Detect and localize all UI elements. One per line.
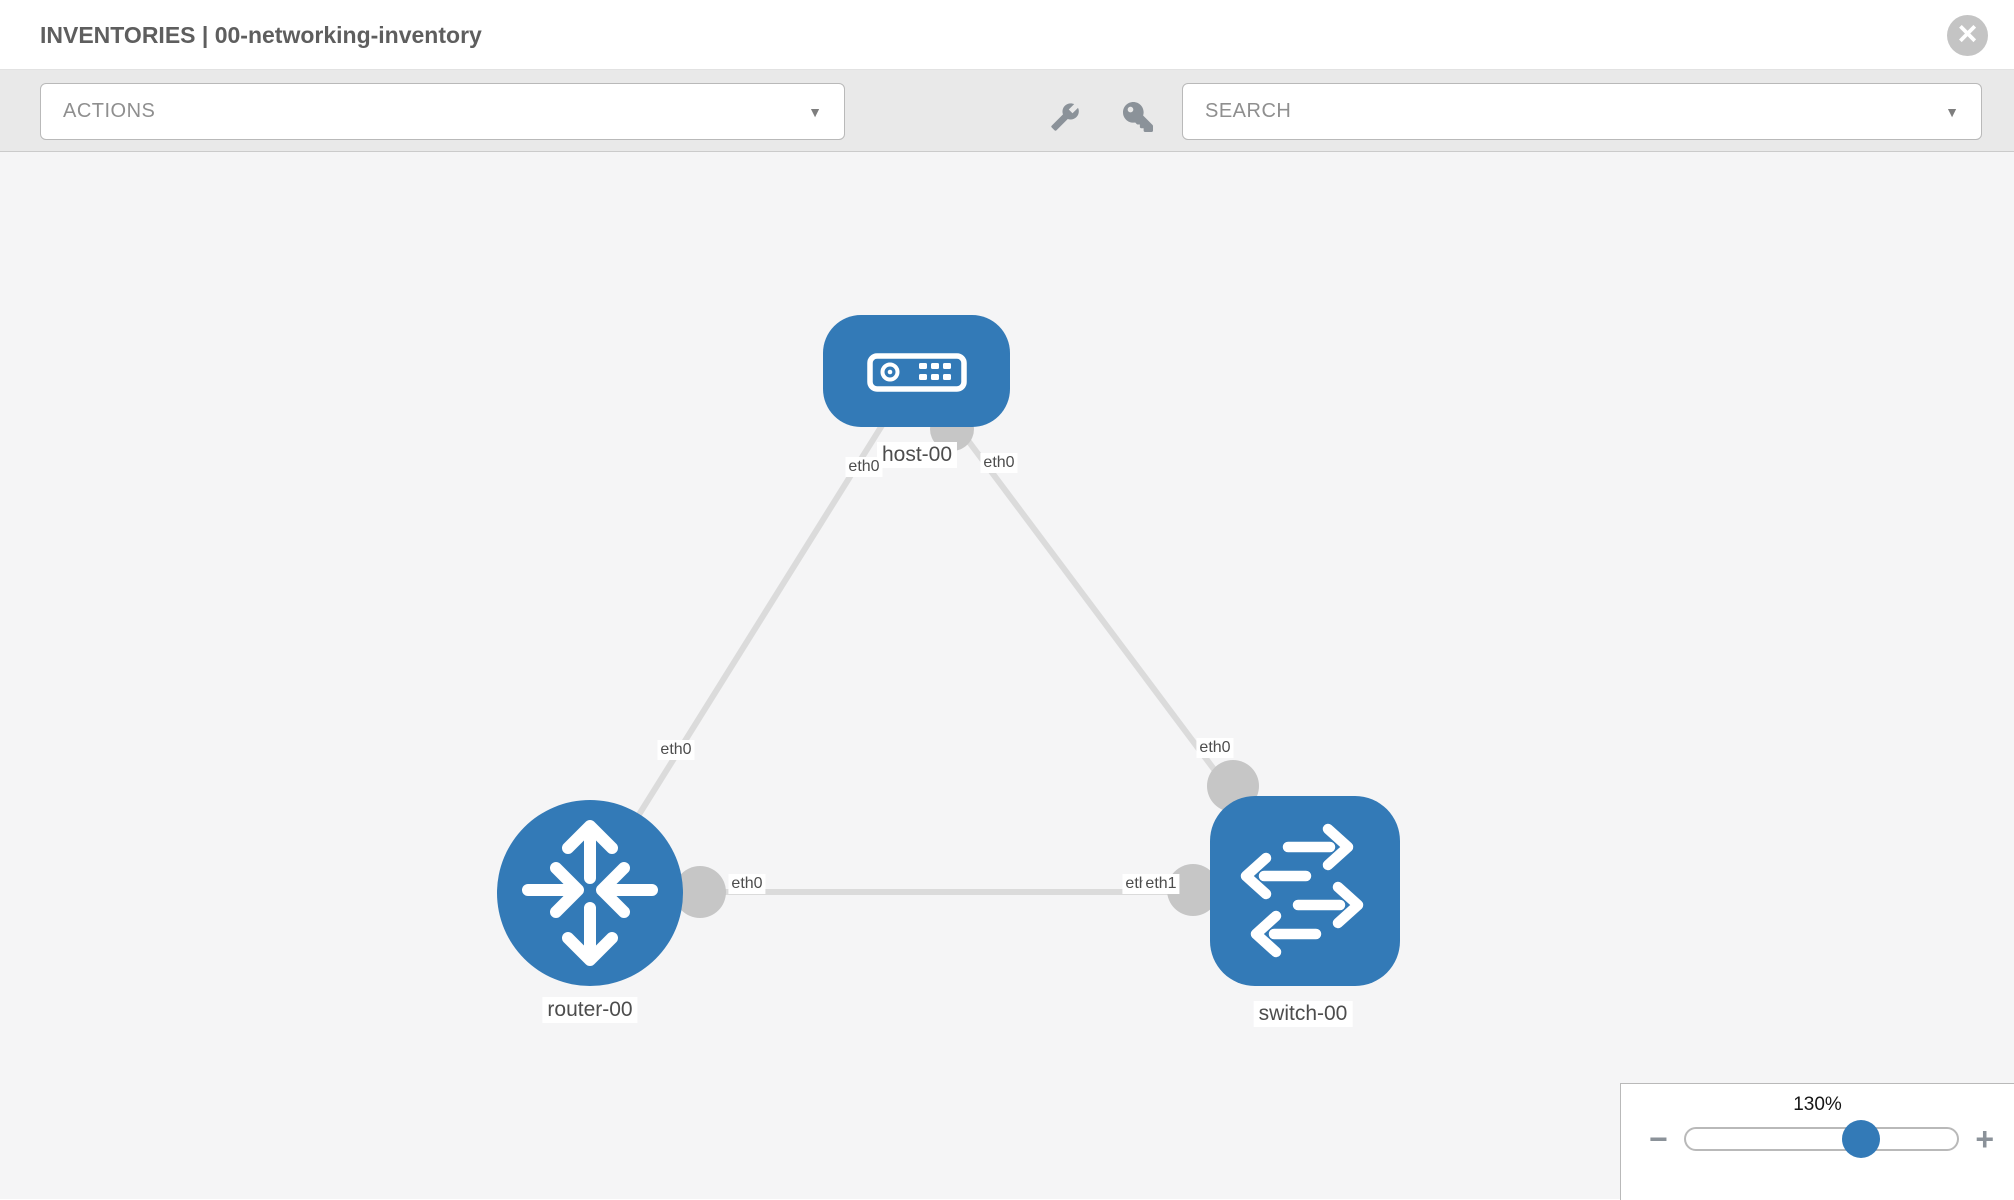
configure-button[interactable] [1043, 95, 1087, 139]
header: INVENTORIES | 00-networking-inventory × [0, 0, 2014, 70]
minus-icon: − [1649, 1121, 1668, 1157]
actions-dropdown[interactable]: ACTIONS ▼ [40, 83, 845, 140]
interface-label-switch-eth1-left: eth1 [1142, 874, 1180, 894]
zoom-panel: 130% − + [1620, 1083, 2014, 1200]
zoom-level: 130% [1793, 1094, 1842, 1115]
zoom-slider-handle[interactable] [1841, 1120, 1880, 1158]
zoom-out-button[interactable]: − [1649, 1123, 1668, 1155]
actions-dropdown-label: ACTIONS [63, 100, 156, 122]
close-icon: × [1957, 15, 1978, 53]
chevron-down-icon: ▼ [1945, 103, 1959, 120]
search-dropdown-label: SEARCH [1205, 100, 1292, 122]
wrench-icon [1051, 103, 1079, 131]
node-host-00[interactable] [823, 315, 1010, 427]
interface-dot [674, 866, 726, 918]
node-label-host: host-00 [876, 442, 958, 468]
zoom-in-button[interactable]: + [1975, 1123, 1994, 1155]
interface-label-router-eth0-top: eth0 [657, 740, 695, 760]
node-label-router: router-00 [542, 997, 638, 1023]
key-icon [1123, 102, 1153, 132]
chevron-down-icon: ▼ [808, 103, 822, 120]
page-title: INVENTORIES | 00-networking-inventory [40, 22, 482, 48]
interface-label-router-eth0-right: eth0 [728, 874, 766, 894]
interface-label-host-eth0-right: eth0 [980, 453, 1018, 473]
router-icon [522, 820, 658, 966]
node-switch-00[interactable] [1210, 796, 1400, 986]
interface-dot [1167, 864, 1219, 916]
node-label-switch: switch-00 [1253, 1001, 1353, 1027]
close-button[interactable]: × [1947, 15, 1988, 56]
toolbar: ACTIONS ▼ SEARCH ▼ [0, 70, 2014, 152]
zoom-slider[interactable] [1683, 1120, 1960, 1158]
credentials-button[interactable] [1116, 95, 1160, 139]
switch-icon [1240, 823, 1364, 958]
plus-icon: + [1975, 1121, 1994, 1157]
search-dropdown[interactable]: SEARCH ▼ [1182, 83, 1982, 140]
node-router-00[interactable] [497, 800, 683, 986]
interface-label-switch-eth0-top: eth0 [1196, 738, 1234, 758]
host-icon [867, 353, 967, 392]
topology-canvas[interactable]: host-00 router-00 switch-00 eth0 eth0 et… [0, 152, 2014, 1199]
interface-label-host-eth0-left: eth0 [845, 457, 883, 477]
